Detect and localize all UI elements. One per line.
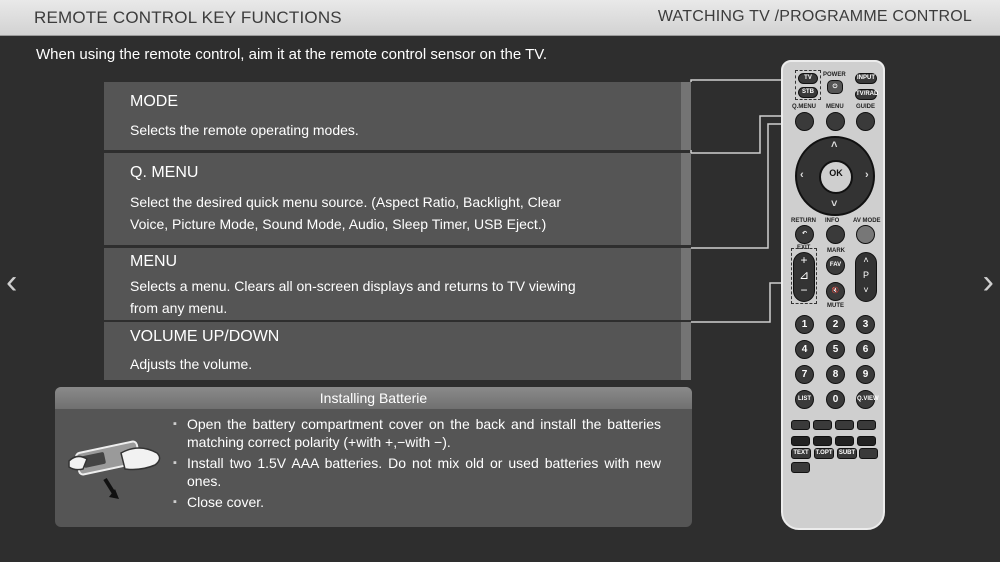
- tv-mode-button[interactable]: TV: [798, 73, 818, 84]
- battery-instructions-panel: Installing Batterie Open the battery com…: [55, 387, 692, 527]
- down-arrow-icon[interactable]: ˅: [831, 198, 838, 210]
- number-1-button[interactable]: 1: [795, 315, 814, 334]
- ok-button[interactable]: OK: [819, 160, 853, 194]
- av-mode-label: AV MODE: [853, 218, 881, 224]
- colour-key-blue[interactable]: [857, 420, 876, 430]
- number-2-button[interactable]: 2: [826, 315, 845, 334]
- number-4-button[interactable]: 4: [795, 340, 814, 359]
- text-button[interactable]: TEXT: [791, 448, 811, 459]
- volume-keys-highlight: [791, 248, 817, 304]
- simplink-button[interactable]: [791, 462, 810, 473]
- battery-steps-list: Open the battery compartment cover on th…: [173, 415, 661, 514]
- av-mode-button[interactable]: [856, 225, 875, 244]
- number-5-button[interactable]: 5: [826, 340, 845, 359]
- qmenu-panel: Q. MENU Select the desired quick menu so…: [104, 153, 691, 245]
- input-button[interactable]: INPUT: [855, 73, 877, 84]
- menu-description: Selects a menu. Clears all on-screen dis…: [130, 278, 576, 316]
- right-arrow-icon[interactable]: ›: [865, 169, 869, 181]
- power-label: POWER: [823, 72, 846, 78]
- rewind-button[interactable]: [813, 436, 832, 446]
- remote-control-diagram: TV STB POWER ⏻ INPUT TV/RAD Q.MENU MENU …: [781, 60, 885, 530]
- battery-step: Open the battery compartment cover on th…: [173, 415, 661, 451]
- colour-key-green[interactable]: [813, 420, 832, 430]
- battery-step: Install two 1.5V AAA batteries. Do not m…: [173, 454, 661, 490]
- return-button[interactable]: ↶: [795, 225, 814, 244]
- return-label: RETURN: [791, 218, 816, 224]
- previous-page-arrow-icon[interactable]: ‹: [6, 263, 18, 301]
- number-7-button[interactable]: 7: [795, 365, 814, 384]
- record-button[interactable]: [857, 436, 876, 446]
- guide-button[interactable]: [856, 112, 875, 131]
- colour-key-yellow[interactable]: [835, 420, 854, 430]
- qmenu-description: Select the desired quick menu source. (A…: [130, 194, 562, 232]
- list-button[interactable]: LIST: [795, 390, 814, 409]
- qmenu-title: Q. MENU: [130, 164, 199, 181]
- number-6-button[interactable]: 6: [856, 340, 875, 359]
- mode-keys-highlight: [795, 70, 821, 100]
- menu-label: MENU: [826, 104, 844, 110]
- number-0-button[interactable]: 0: [826, 390, 845, 409]
- mark-label: MARK: [827, 248, 845, 254]
- menu-button[interactable]: [826, 112, 845, 131]
- programme-label: P: [862, 270, 869, 280]
- tv-radio-button[interactable]: TV/RAD: [855, 89, 878, 100]
- volume-panel: VOLUME UP/DOWN Adjusts the volume.: [104, 322, 691, 380]
- section-title: WATCHING TV /PROGRAMME CONTROL: [657, 8, 972, 25]
- left-arrow-icon[interactable]: ‹: [800, 169, 804, 181]
- text-option-button[interactable]: T.OPT: [814, 448, 834, 459]
- play-button[interactable]: [835, 436, 854, 446]
- extra-button[interactable]: [859, 448, 878, 459]
- mode-description: Selects the remote operating modes.: [130, 122, 359, 138]
- number-9-button[interactable]: 9: [856, 365, 875, 384]
- stb-mode-button[interactable]: STB: [798, 87, 818, 98]
- battery-title: Installing Batterie: [55, 387, 692, 409]
- channel-rocker[interactable]: ˄P˅: [855, 252, 877, 302]
- battery-step: Close cover.: [173, 493, 661, 511]
- page-title: REMOTE CONTROL KEY FUNCTIONS: [34, 8, 342, 27]
- qmenu-button[interactable]: [795, 112, 814, 131]
- stop-button[interactable]: [791, 436, 810, 446]
- battery-install-illustration-icon: [68, 440, 161, 499]
- info-button[interactable]: [826, 225, 845, 244]
- volume-title: VOLUME UP/DOWN: [130, 328, 280, 345]
- up-arrow-icon[interactable]: ˄: [831, 139, 838, 151]
- mode-panel: MODE Selects the remote operating modes.: [104, 82, 691, 150]
- fav-button[interactable]: FAV: [826, 256, 845, 275]
- power-button[interactable]: ⏻: [827, 80, 843, 94]
- colour-key-red[interactable]: [791, 420, 810, 430]
- mute-button[interactable]: 🔇: [826, 282, 845, 301]
- navigation-pad[interactable]: ˄ ˅ ‹ › OK: [795, 136, 875, 216]
- mode-title: MODE: [130, 93, 178, 110]
- number-8-button[interactable]: 8: [826, 365, 845, 384]
- menu-title: MENU: [130, 253, 178, 270]
- menu-panel: MENU Selects a menu. Clears all on-scree…: [104, 248, 691, 320]
- info-label: INFO: [825, 218, 840, 224]
- volume-rocker[interactable]: +⊿−: [793, 252, 815, 302]
- number-3-button[interactable]: 3: [856, 315, 875, 334]
- qmenu-label: Q.MENU: [792, 104, 816, 110]
- mute-label: MUTE: [827, 303, 844, 309]
- top-bar: REMOTE CONTROL KEY FUNCTIONS WATCHING TV…: [0, 0, 1000, 36]
- ok-label: OK: [829, 168, 843, 178]
- guide-label: GUIDE: [856, 104, 876, 110]
- subtitle-button[interactable]: SUBT: [837, 448, 857, 459]
- volume-description: Adjusts the volume.: [130, 356, 253, 372]
- quick-view-button[interactable]: Q.VIEW: [856, 390, 879, 409]
- next-page-arrow-icon[interactable]: ›: [982, 263, 994, 301]
- intro-text: When using the remote control, aim it at…: [36, 46, 548, 63]
